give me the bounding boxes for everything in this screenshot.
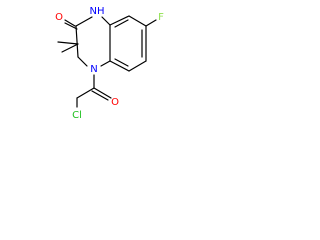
atom-fluorine: F bbox=[158, 12, 164, 23]
bond-carbonyl-o-a bbox=[93, 87, 112, 99]
bond-c2-n1 bbox=[75, 16, 93, 27]
bond-n4-c3 bbox=[77, 56, 88, 67]
bond-c7-f bbox=[145, 19, 157, 27]
bond-c8-c7 bbox=[128, 15, 147, 27]
bond-c3-methyl-b bbox=[61, 43, 79, 53]
atom-nh: NH bbox=[90, 6, 105, 17]
atom-nitrogen: N bbox=[90, 64, 97, 75]
bond-c2-o-lower bbox=[64, 22, 78, 30]
bond-c8a-c8 bbox=[109, 15, 130, 26]
bond-carbonyl-o-b bbox=[91, 90, 109, 101]
chemical-structure-diagram: O NH F N Cl O bbox=[55, 6, 164, 121]
atom-chlorine: Cl bbox=[72, 110, 82, 121]
bond-n1-c8a bbox=[101, 16, 111, 26]
bond-c5-c4a bbox=[109, 60, 130, 72]
bond-aromatic-inner-1 bbox=[114, 19, 129, 28]
bond-c3-methyl-a bbox=[57, 41, 79, 45]
bond-carbonyl-ch2 bbox=[76, 87, 95, 99]
atom-oxygen-bottom: O bbox=[111, 97, 119, 108]
bond-c6-c5 bbox=[128, 60, 147, 72]
bond-aromatic-inner-3 bbox=[114, 58, 129, 67]
bond-c4a-n4 bbox=[100, 60, 111, 67]
bond-c2-o-upper bbox=[64, 19, 76, 27]
atom-oxygen-top: O bbox=[55, 12, 63, 23]
bond-c3-c2 bbox=[75, 25, 79, 58]
